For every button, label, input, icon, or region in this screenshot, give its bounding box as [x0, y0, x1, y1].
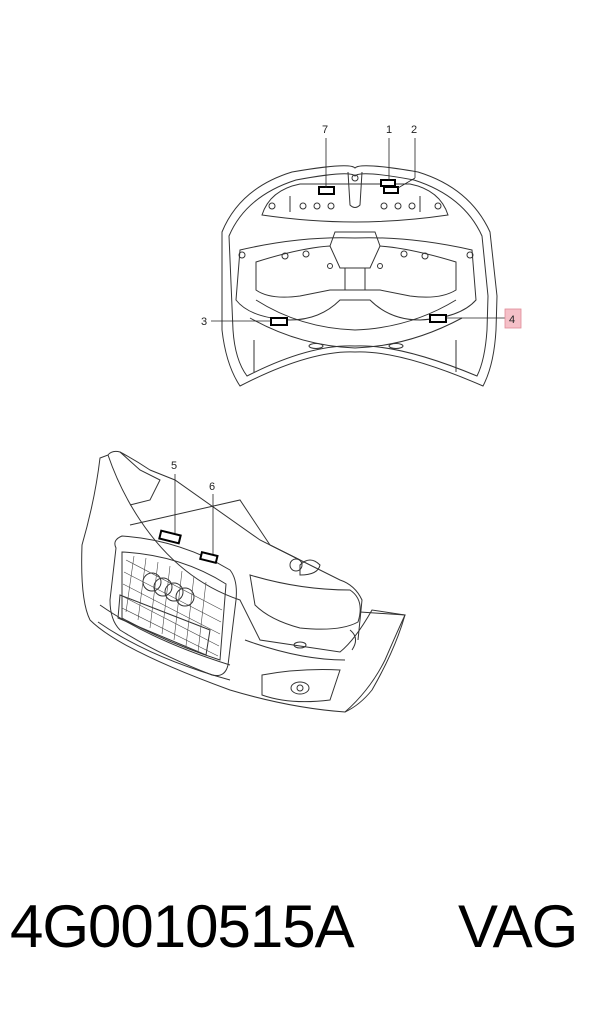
callout-1: 1: [386, 124, 392, 136]
label-1-rect: [380, 179, 396, 187]
hood-leaders: [211, 138, 506, 322]
bumper-labels: [158, 529, 219, 565]
part-number: 4G0010515A: [10, 893, 355, 960]
callout-2: 2: [411, 124, 417, 136]
label-4-rect: [429, 314, 447, 323]
label-7-rect: [318, 186, 335, 195]
brand-name: VAG: [458, 893, 578, 960]
grille-mesh: [121, 555, 223, 657]
label-6-rect: [199, 550, 219, 565]
label-2-rect: [383, 186, 399, 194]
hood-labels: [270, 179, 447, 326]
callout-6: 6: [209, 481, 215, 493]
label-3-rect: [270, 317, 288, 326]
hood-illustration: [221, 165, 498, 387]
callout-5: 5: [171, 460, 177, 472]
bumper-illustration: [81, 450, 406, 713]
callout-4-highlight: [504, 308, 522, 329]
bumper-leaders: [174, 474, 214, 554]
callout-3: 3: [201, 316, 207, 328]
label-5-rect: [158, 529, 182, 545]
callout-4: 4: [509, 314, 515, 326]
callout-7: 7: [322, 124, 328, 136]
